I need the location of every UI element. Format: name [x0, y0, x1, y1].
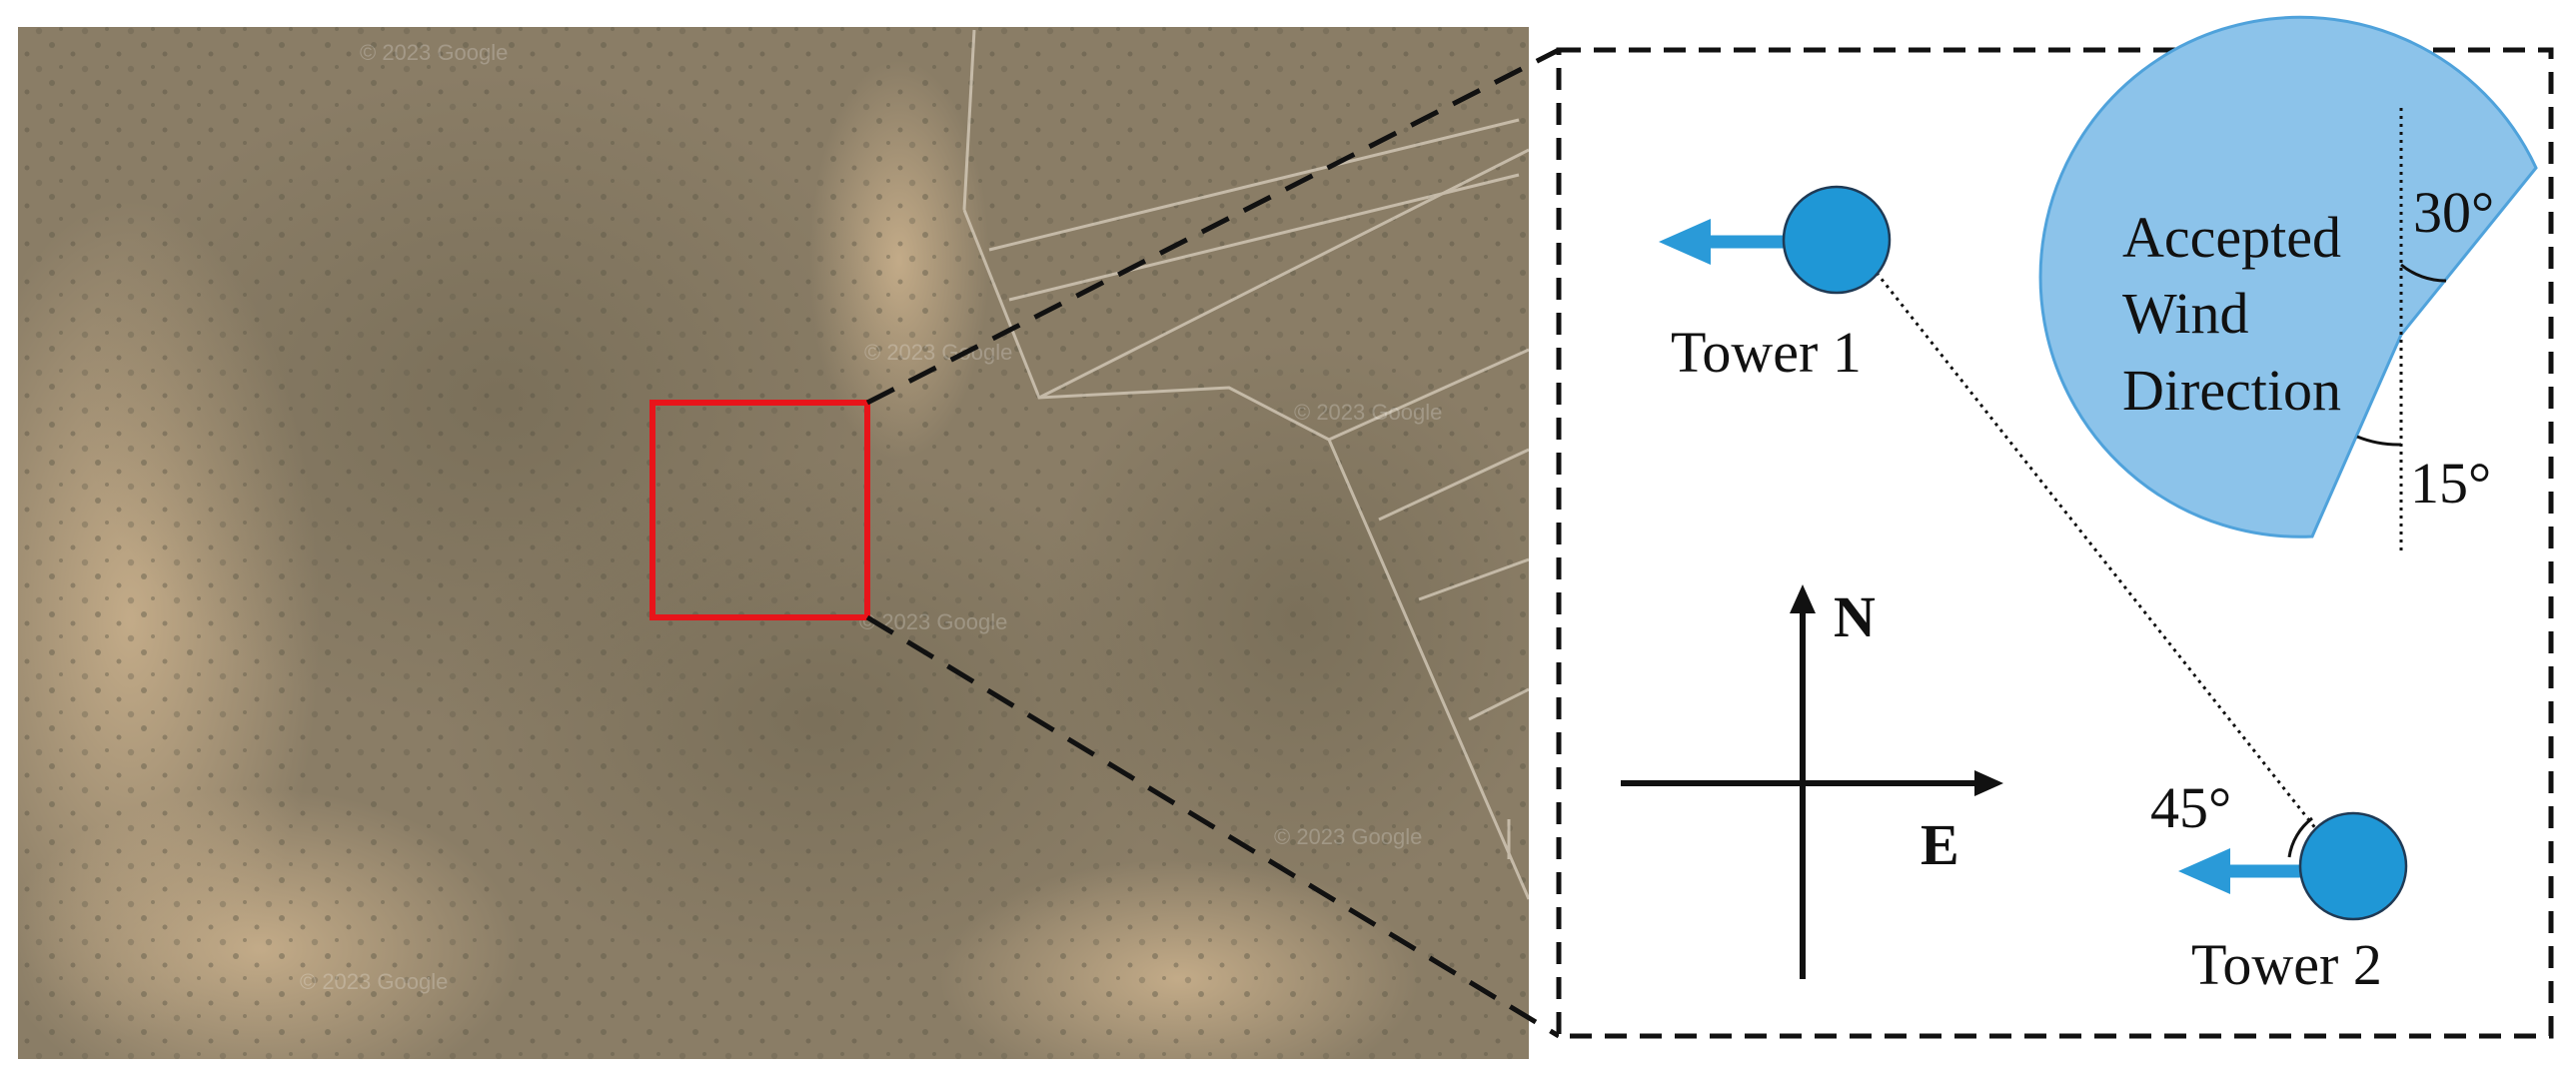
compass-north-label: N — [1834, 584, 1876, 649]
angle-label-15: 15° — [2410, 451, 2491, 516]
angle-arc-45 — [2287, 816, 2313, 858]
sector-label-line-2: Wind — [2122, 281, 2249, 346]
sector-label-line-3: Direction — [2122, 358, 2341, 423]
tower-connecting-line — [1875, 272, 2318, 830]
tower-1: Tower 1 — [1659, 185, 1892, 385]
tower-2-marker — [2298, 811, 2408, 921]
angle-arc-30 — [2400, 263, 2447, 283]
tower-1-marker — [1782, 185, 1892, 295]
tower-2: 45° Tower 2 — [2150, 775, 2408, 997]
angle-arc-15 — [2356, 435, 2402, 447]
tower-1-label: Tower 1 — [1671, 320, 1862, 385]
watermark-text: © 2023 Google — [300, 969, 448, 994]
tower-2-label: Tower 2 — [2191, 932, 2382, 997]
compass-east-label: E — [1921, 812, 1959, 877]
inset-diagram: Accepted Wind Direction 30° 15° Tower 1 — [1556, 15, 2554, 1039]
angle-label-30: 30° — [2413, 180, 2494, 245]
watermark-text: © 2023 Google — [360, 40, 508, 65]
watermark-text: © 2023 Google — [859, 609, 1007, 634]
angle-label-45: 45° — [2150, 775, 2231, 840]
wind-arrow-icon — [1659, 219, 1789, 265]
watermark-text: © 2023 Google — [1274, 824, 1422, 849]
selection-box — [649, 400, 870, 620]
accepted-wind-sector: Accepted Wind Direction 30° 15° — [2038, 15, 2538, 554]
north-arrow-icon — [1790, 584, 1816, 613]
east-arrow-icon — [1974, 770, 2003, 796]
watermark-text: © 2023 Google — [864, 340, 1012, 365]
wind-arrow-icon — [2178, 848, 2306, 894]
zoom-connector-top — [865, 47, 1561, 406]
compass: N E — [1621, 584, 2003, 979]
map-watermarks: © 2023 Google © 2023 Google © 2023 Googl… — [300, 40, 1442, 994]
zoom-connector-bottom — [865, 614, 1561, 1039]
satellite-image: © 2023 Google © 2023 Google © 2023 Googl… — [18, 27, 1529, 1059]
watermark-text: © 2023 Google — [1294, 400, 1442, 425]
sector-label-line-1: Accepted — [2122, 205, 2341, 270]
